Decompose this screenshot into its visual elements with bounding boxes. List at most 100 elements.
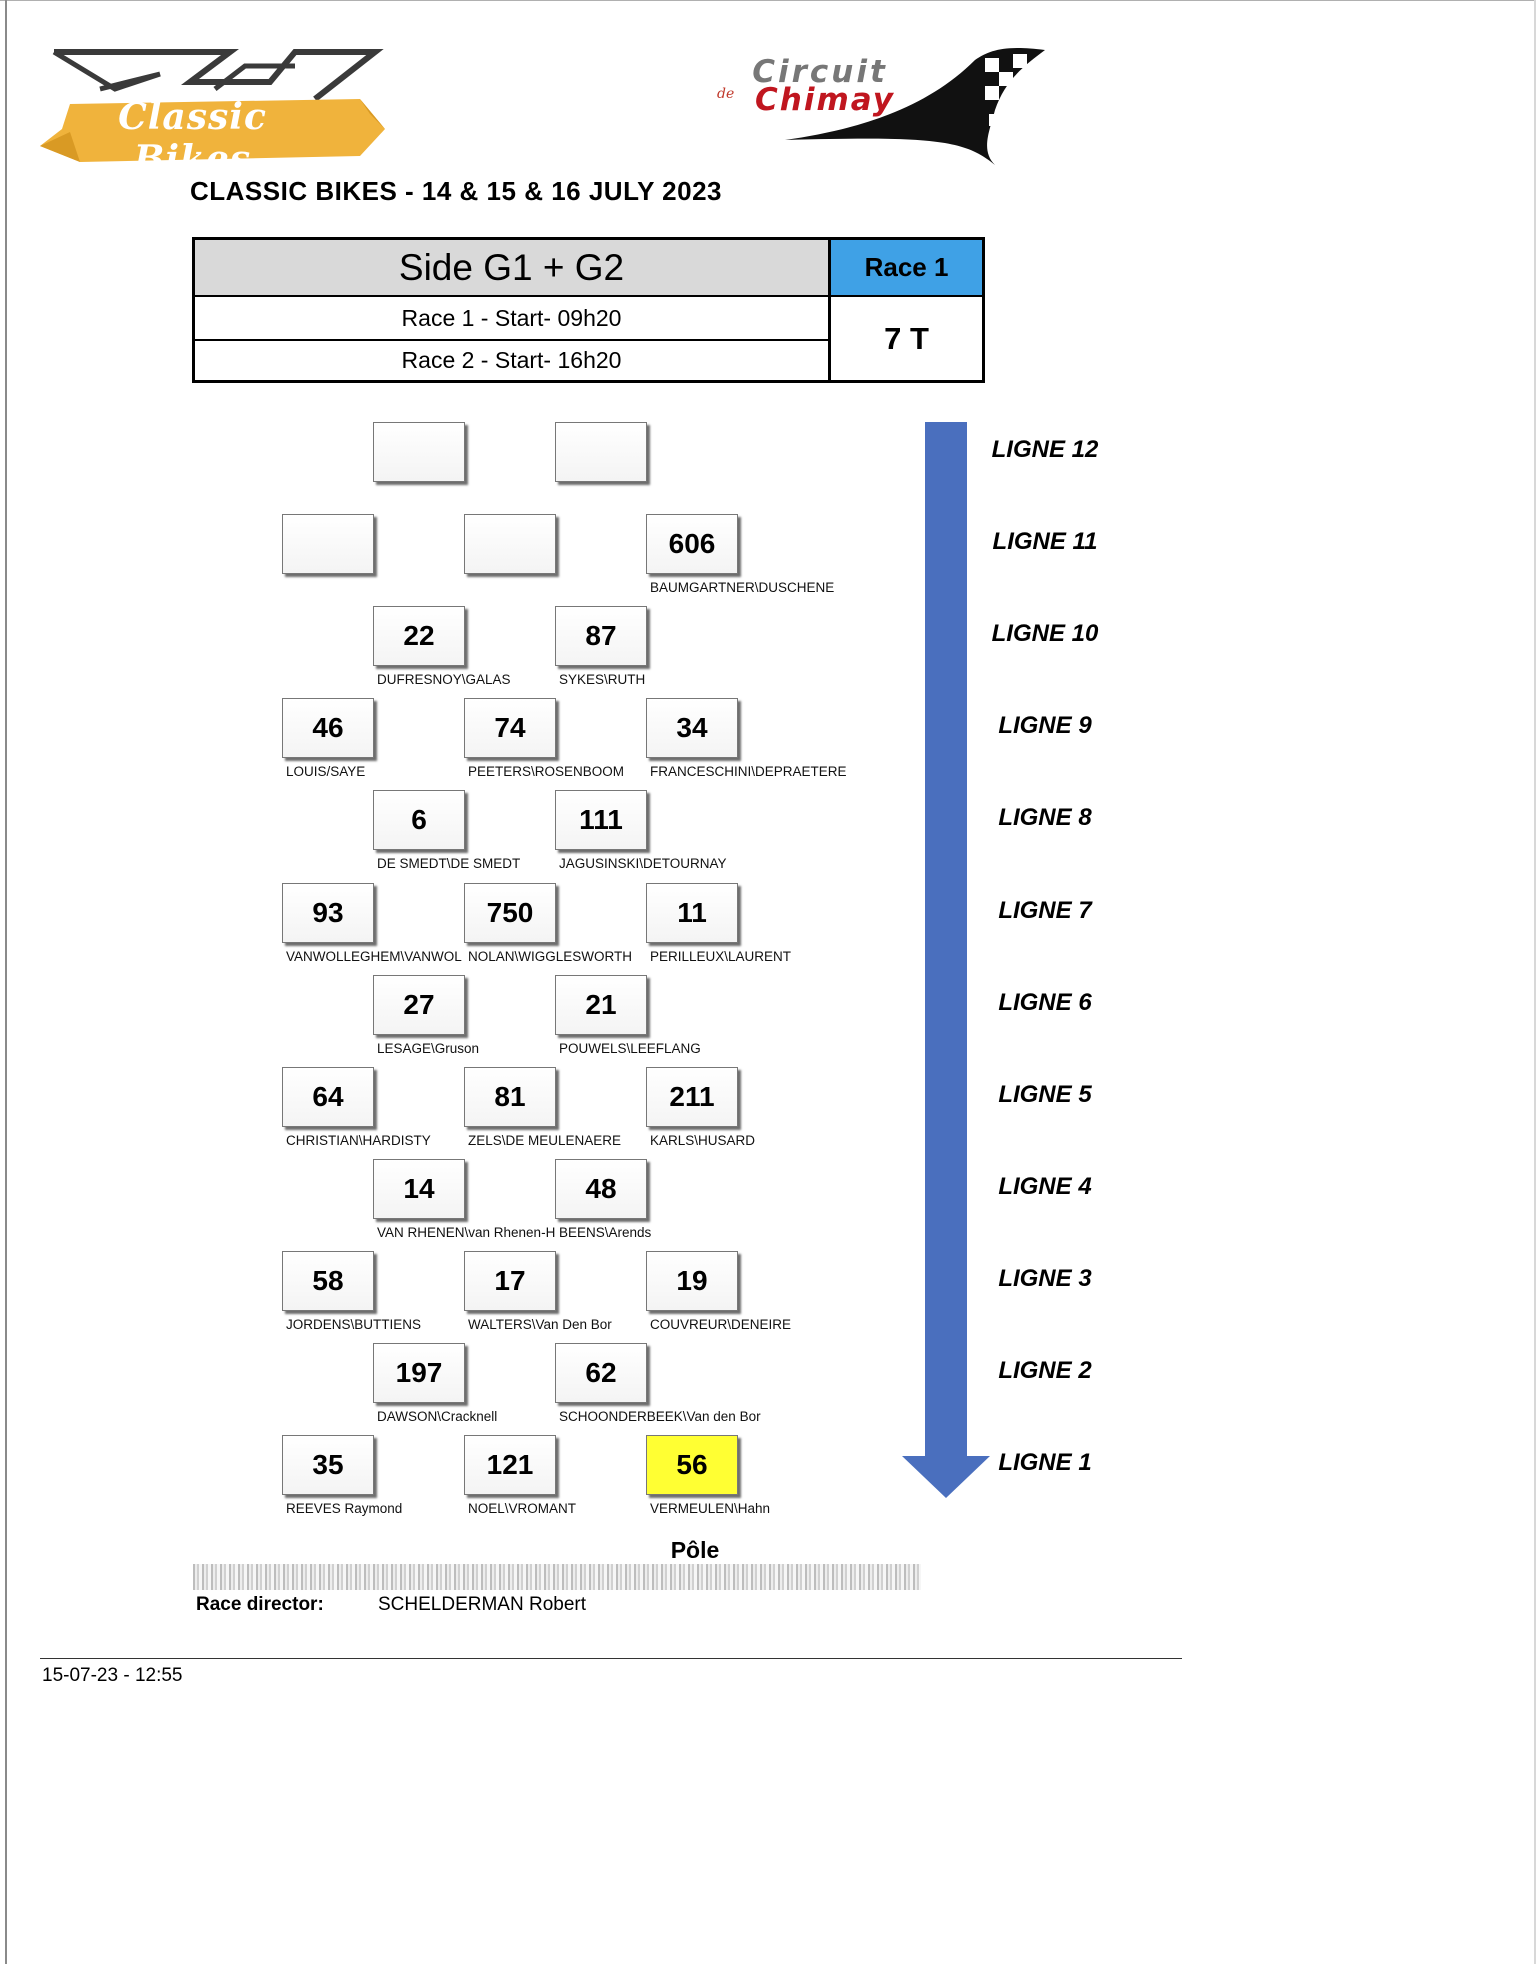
footer-divider: [40, 1658, 1182, 1659]
grid-slot: 17: [464, 1251, 556, 1311]
pole-position-slot: 56: [646, 1435, 738, 1495]
grid-slot: 64: [282, 1067, 374, 1127]
classic-bikes-wings-icon: [40, 49, 385, 162]
grid-slot: [555, 422, 647, 482]
race-number: 211: [669, 1081, 715, 1112]
race-number: 14: [403, 1173, 435, 1204]
laps-cell: 7 T: [884, 320, 929, 356]
grid-slot: 211: [646, 1067, 738, 1127]
grid-slot: 87: [555, 606, 647, 666]
circuit-de-chimay-logo: Circuit de Chimay: [705, 40, 1065, 170]
grid-line-label: LIGNE 1: [998, 1449, 1092, 1476]
grid-slot: 34: [646, 698, 738, 758]
race2-start-cell: Race 2 - Start- 16h20: [195, 341, 831, 380]
grid-slot: 111: [555, 790, 647, 850]
grid-slot: 58: [282, 1251, 374, 1311]
race-number: 197: [395, 1357, 443, 1388]
race-number: 34: [676, 712, 708, 743]
race-number: 56: [676, 1449, 708, 1480]
rider-names: LESAGE\Gruson: [377, 1041, 480, 1056]
grid-line-label: LIGNE 6: [998, 989, 1092, 1016]
race-number: 58: [312, 1265, 344, 1296]
rider-names: COUVREUR\DENEIRE: [650, 1317, 792, 1332]
grid-slot: 606: [646, 514, 738, 574]
rider-names: JAGUSINSKI\DETOURNAY: [559, 856, 727, 871]
race-number: 46: [312, 712, 344, 743]
grid-line-label: LIGNE 5: [998, 1081, 1092, 1108]
grid-slot: 19: [646, 1251, 738, 1311]
logo-circuit-text: Circuit: [752, 54, 888, 90]
race-number: 22: [403, 620, 435, 651]
finish-line-hatch: [193, 1564, 921, 1590]
grid-slot: 81: [464, 1067, 556, 1127]
rider-names: SCHOONDERBEEK\Van den Bor: [559, 1409, 761, 1424]
logo-de-text: de: [717, 86, 735, 102]
classic-bikes-logo: Classic Bikes: [40, 44, 390, 180]
rider-names: DAWSON\Cracknell: [377, 1409, 498, 1424]
rider-names: REEVES Raymond: [286, 1501, 403, 1516]
rider-names: WALTERS\Van Den Bor: [468, 1317, 612, 1332]
event-title: CLASSIC BIKES - 14 & 15 & 16 JULY 2023: [190, 176, 723, 206]
race-number: 64: [312, 1081, 344, 1112]
down-arrow-icon: [902, 422, 990, 1498]
race-director-name: SCHELDERMAN Robert: [378, 1594, 586, 1615]
race-number: 606: [668, 528, 716, 559]
grid-slot: 11: [646, 883, 738, 943]
grid-slot: [373, 422, 465, 482]
race-number: 19: [676, 1265, 708, 1296]
rider-names: NOEL\VROMANT: [468, 1501, 577, 1516]
rider-names: DE SMEDT\DE SMEDT: [377, 856, 521, 871]
race-director-label: Race director:: [196, 1594, 324, 1615]
grid-line-label: LIGNE 8: [998, 804, 1092, 831]
grid-slot: 74: [464, 698, 556, 758]
page-right-border: [1534, 0, 1536, 1964]
rider-names: ZELS\DE MEULENAERE: [468, 1133, 622, 1148]
grid-line-label: LIGNE 9: [998, 712, 1092, 739]
page-left-border: [5, 0, 7, 1964]
race-number: 93: [312, 897, 344, 928]
rider-names: BAUMGARTNER\DUSCHENE: [650, 580, 835, 595]
race-number: 48: [585, 1173, 617, 1204]
grid-slot: 46: [282, 698, 374, 758]
grid-slot: 35: [282, 1435, 374, 1495]
rider-names: POUWELS\LEEFLANG: [559, 1041, 701, 1056]
race-number: 750: [486, 897, 534, 928]
grid-line-label: LIGNE 11: [992, 528, 1098, 555]
rider-names: VAN RHENEN\van Rhenen-H: [377, 1225, 556, 1240]
grid-slot: 121: [464, 1435, 556, 1495]
logo-chimay-text: Chimay: [755, 82, 895, 118]
race-label-cell: Race 1: [831, 240, 982, 297]
race-number: 35: [312, 1449, 344, 1480]
grid-slot: [464, 514, 556, 574]
race1-start-cell: Race 1 - Start- 09h20: [195, 297, 831, 341]
grid-slot: [282, 514, 374, 574]
race-number: 11: [677, 897, 707, 928]
rider-names: DUFRESNOY\GALAS: [377, 672, 511, 687]
grid-line-label: LIGNE 10: [991, 620, 1099, 647]
race-number: 121: [486, 1449, 534, 1480]
race-number: 21: [585, 989, 617, 1020]
grid-line-label: LIGNE 2: [998, 1357, 1092, 1384]
footer-timestamp: 15-07-23 - 12:55: [42, 1665, 183, 1686]
grid-slot: 27: [373, 975, 465, 1035]
rider-names: BEENS\Arends: [559, 1225, 652, 1240]
race-number: 111: [579, 804, 623, 835]
rider-names: KARLS\HUSARD: [650, 1133, 756, 1148]
grid-slot: 21: [555, 975, 647, 1035]
grid-slot: 62: [555, 1343, 647, 1403]
rider-names: SYKES\RUTH: [559, 672, 646, 687]
rider-names: JORDENS\BUTTIENS: [286, 1317, 422, 1332]
race-number: 62: [585, 1357, 617, 1388]
classic-bikes-logo-text: Classic Bikes: [118, 96, 267, 180]
grid-slot: 14: [373, 1159, 465, 1219]
race-number: 87: [585, 620, 617, 651]
rider-names: PEETERS\ROSENBOOM: [468, 764, 625, 779]
grid-slot: 6: [373, 790, 465, 850]
grid-slot: 48: [555, 1159, 647, 1219]
grid-slot: 93: [282, 883, 374, 943]
rider-names: FRANCESCHINI\DEPRAETERE: [650, 764, 847, 779]
race-number: 81: [494, 1081, 526, 1112]
race-number: 17: [494, 1265, 526, 1296]
rider-names: VERMEULEN\Hahn: [650, 1501, 771, 1516]
grid-slot: 197: [373, 1343, 465, 1403]
